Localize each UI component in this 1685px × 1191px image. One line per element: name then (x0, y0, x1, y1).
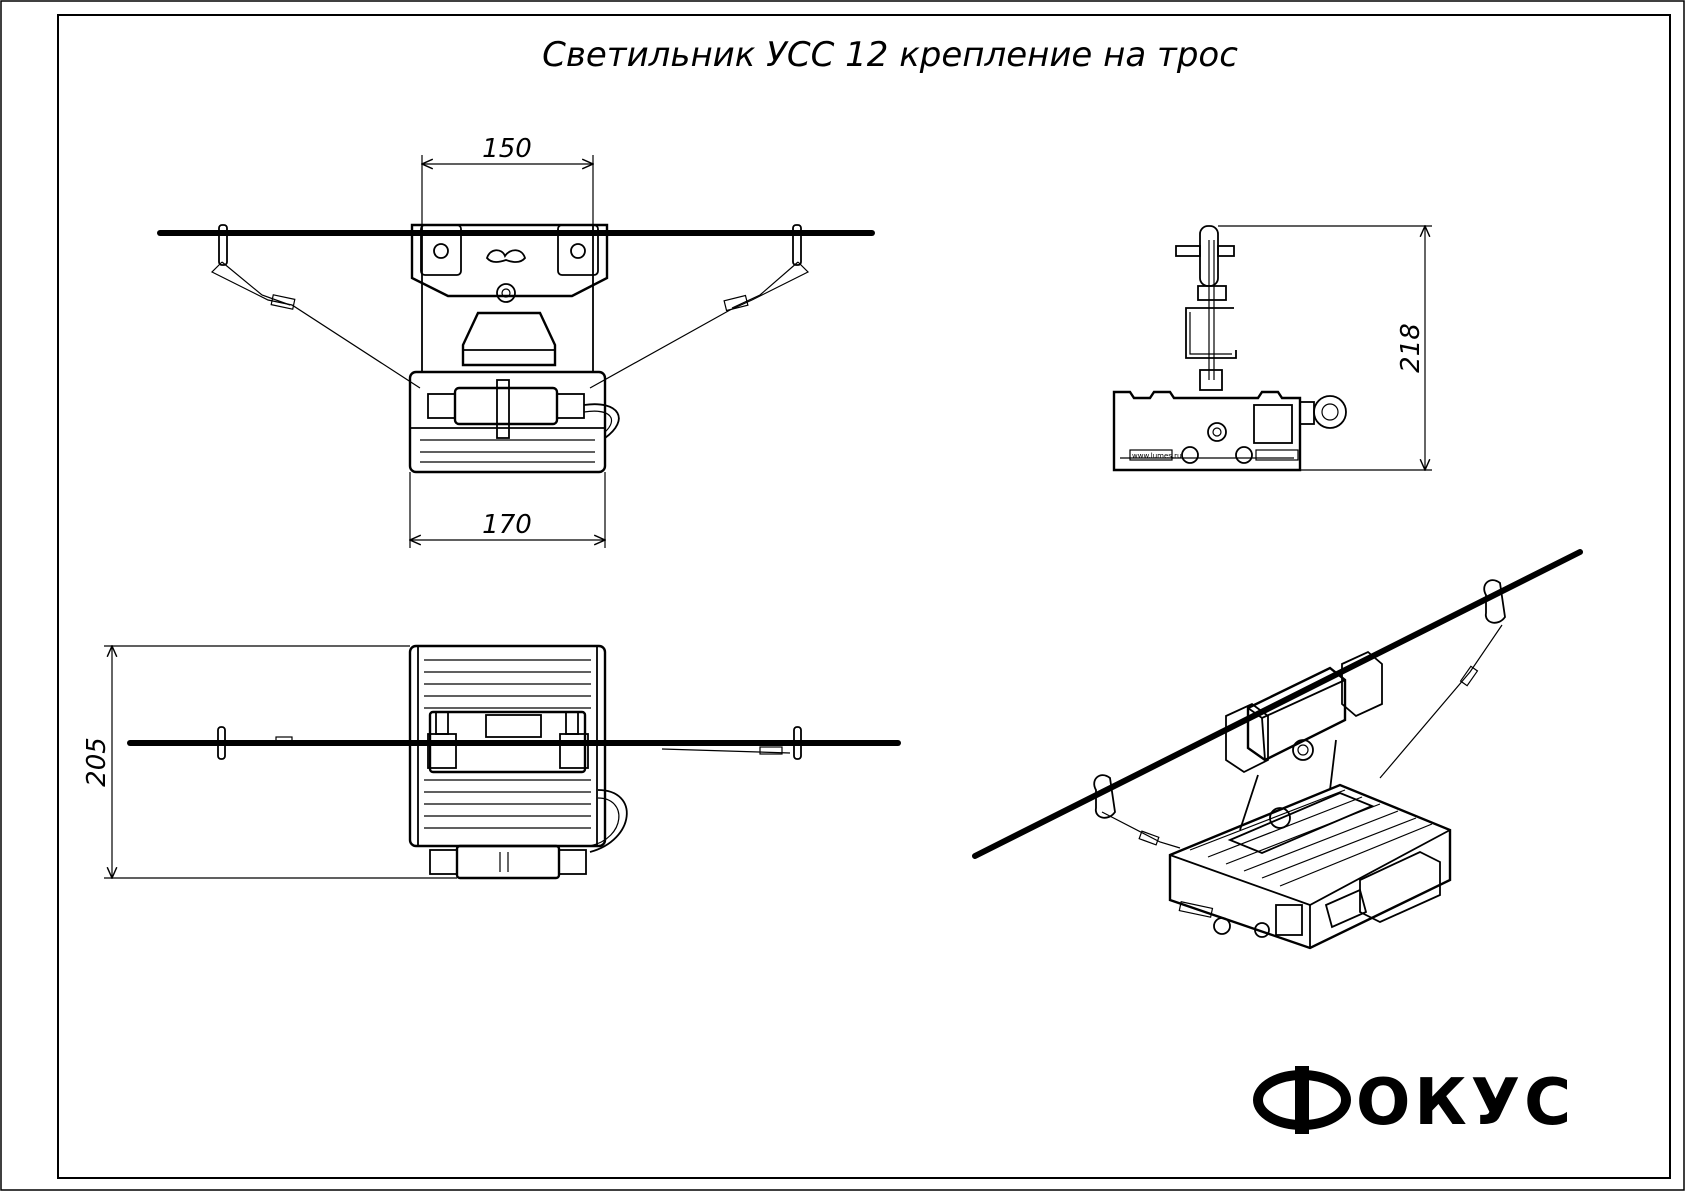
isometric-cable (972, 549, 1583, 859)
side-view: www.lumes.ru 218 (1112, 226, 1432, 472)
front-bottom-dimension-label: 170 (482, 510, 532, 540)
front-view: 150 170 (157, 134, 875, 548)
drawing-title: Светильник УСС 12 крепление на трос (542, 35, 1238, 75)
isometric-view (972, 549, 1583, 950)
top-view-dimension-label: 205 (82, 737, 112, 787)
svg-text:www.lumes.ru: www.lumes.ru (1132, 452, 1181, 460)
front-top-dimension-label: 150 (482, 134, 532, 164)
top-view: 205 (82, 644, 901, 880)
logo-emblem (1253, 1060, 1351, 1140)
sheet-inner-frame (57, 14, 1671, 1179)
side-height-dimension-label: 218 (1396, 323, 1426, 373)
